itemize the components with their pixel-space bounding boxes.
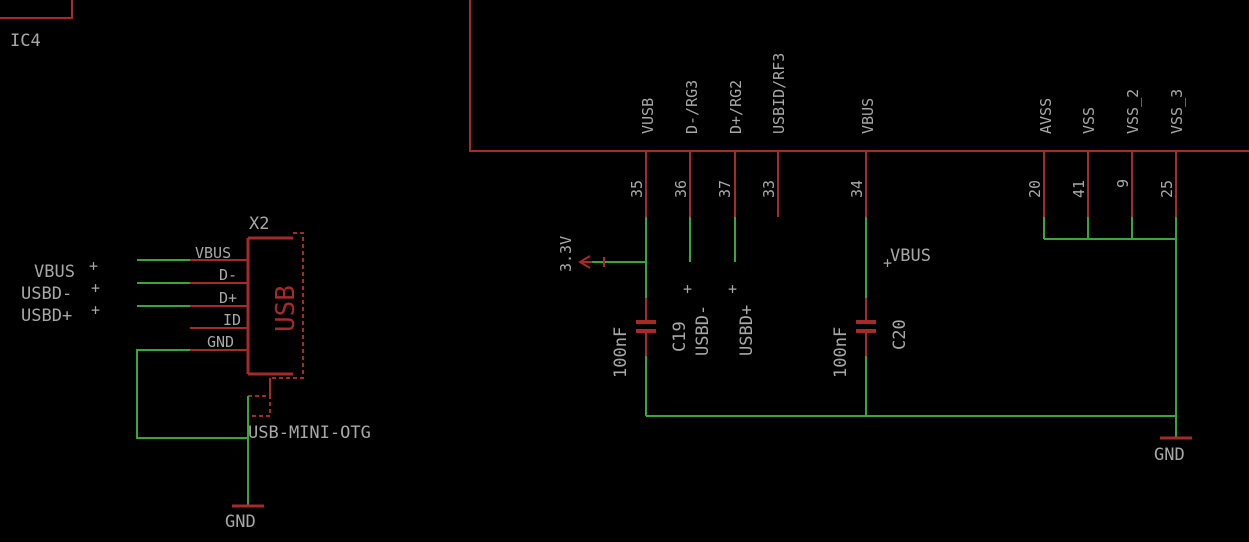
gnd-symbol-left: GND	[225, 504, 264, 532]
supply-arrow-icon	[578, 255, 592, 269]
wires-left	[136, 259, 249, 506]
gnd-symbol-right: GND	[1154, 436, 1192, 465]
pin-num-37: 37	[716, 180, 734, 198]
ic-pins	[645, 151, 1177, 217]
capacitor-c20: 100nF C20	[831, 298, 910, 378]
x2-pin-label-d-plus: D+	[219, 289, 237, 307]
capacitor-c19: 100nF C19	[611, 298, 690, 378]
x2-pin-label-gnd: GND	[207, 333, 234, 351]
net-usbd-minus-label: USBD-	[693, 305, 713, 356]
ic4-name: IC4	[10, 31, 41, 51]
net-left-vbus-mark: +	[89, 257, 98, 275]
c20-plate-bottom	[856, 329, 876, 333]
pin-name-vss3: VSS_3	[1168, 89, 1186, 134]
c19-value: 100nF	[611, 327, 631, 378]
c20-name: C20	[890, 319, 910, 350]
connector-x2: X2 USB VBUS D- D+ ID GND USB-MINI-OTG	[190, 214, 371, 443]
x2-value: USB-MINI-OTG	[248, 423, 371, 443]
pin-num-34: 34	[848, 180, 866, 198]
pin-num-20: 20	[1026, 180, 1044, 198]
pin-num-25: 25	[1158, 180, 1176, 198]
x2-pin-label-vbus: VBUS	[195, 244, 231, 262]
x2-pin-label-id: ID	[223, 311, 241, 329]
net-left-vbus: VBUS	[34, 262, 75, 282]
c19-name: C19	[670, 321, 690, 352]
net-left-usbd-minus-mark: +	[91, 279, 100, 297]
x2-name: X2	[249, 214, 269, 234]
pin-name-usbid: USBID/RF3	[770, 53, 788, 134]
c20-plate-top	[856, 320, 876, 324]
pin-num-9: 9	[1114, 179, 1132, 188]
net-left-usbd-minus: USBD-	[21, 284, 72, 304]
pin-name-vss2: VSS_2	[1124, 89, 1142, 134]
x2-pin-label-d-minus: D-	[219, 266, 237, 284]
net-usbd-plus-mark: +	[728, 280, 737, 298]
pin-name-vbus: VBUS	[859, 98, 877, 134]
net-left-usbd-plus: USBD+	[21, 306, 72, 326]
c20-value: 100nF	[831, 327, 851, 378]
c19-plate-bottom	[636, 329, 656, 333]
net-vbus-mark: +	[883, 254, 892, 272]
x2-shield-outline	[270, 232, 304, 379]
left-net-labels: VBUS + USBD- + USBD+ +	[21, 257, 100, 326]
wires-right	[592, 217, 1177, 438]
x2-body-label: USB	[271, 285, 301, 332]
wire-left-gnd-loop	[136, 349, 248, 439]
pin-name-d-plus: D+/RG2	[727, 80, 745, 134]
gnd-label-right: GND	[1154, 445, 1185, 465]
ic-pin-names: VUSB D-/RG3 D+/RG2 USBID/RF3 VBUS AVSS V…	[639, 53, 1186, 134]
net-usbd-plus-label: USBD+	[737, 305, 757, 356]
ic-outline	[469, 0, 1249, 152]
net-vbus-label: VBUS	[890, 246, 931, 266]
pin-num-36: 36	[672, 180, 690, 198]
net-usbd-minus-mark: +	[683, 280, 692, 298]
pin-name-d-minus: D-/RG3	[683, 80, 701, 134]
gnd-label-left: GND	[225, 512, 256, 532]
pin-num-41: 41	[1070, 180, 1088, 198]
supply-3v3: 3.3V	[557, 236, 605, 272]
pin-name-vusb: VUSB	[639, 98, 657, 134]
c19-plate-top	[636, 320, 656, 324]
x2-shield-pin	[248, 395, 271, 417]
pin-name-vss: VSS	[1080, 107, 1098, 134]
ic4-outline	[0, 0, 73, 19]
supply-label: 3.3V	[557, 236, 575, 272]
ic-pin-numbers: 35 36 37 33 34 20 41 9 25	[628, 179, 1176, 198]
pin-name-avss: AVSS	[1037, 98, 1055, 134]
net-left-usbd-plus-mark: +	[91, 301, 100, 319]
pin-num-35: 35	[628, 180, 646, 198]
pin-num-33: 33	[760, 180, 778, 198]
